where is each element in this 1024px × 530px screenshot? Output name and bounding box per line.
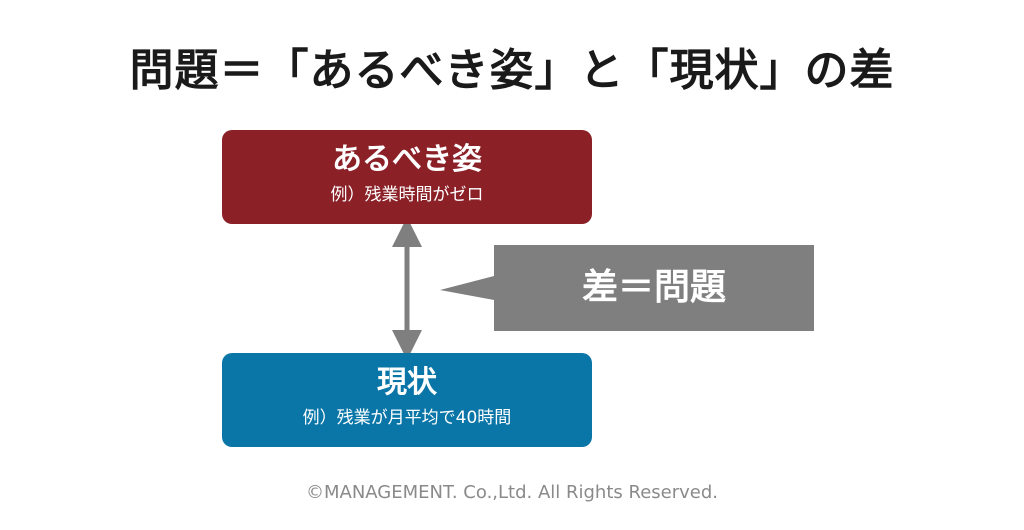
ideal-state-box: あるべき姿 例）残業時間がゼロ: [222, 130, 592, 224]
ideal-state-example: 例）残業時間がゼロ: [330, 185, 484, 205]
current-state-heading: 現状: [377, 365, 437, 400]
copyright-footer: ©MANAGEMENT. Co.,Ltd. All Rights Reserve…: [306, 482, 718, 503]
current-state-box: 現状 例）残業が月平均で40時間: [222, 353, 592, 447]
page-title: 問題＝「あるべき姿」と「現状」の差: [129, 45, 895, 96]
current-state-example: 例）残業が月平均で40時間: [302, 408, 512, 428]
gap-callout-label: 差＝問題: [581, 267, 726, 308]
ideal-state-heading: あるべき姿: [332, 142, 482, 177]
callout-shape: [440, 245, 814, 331]
